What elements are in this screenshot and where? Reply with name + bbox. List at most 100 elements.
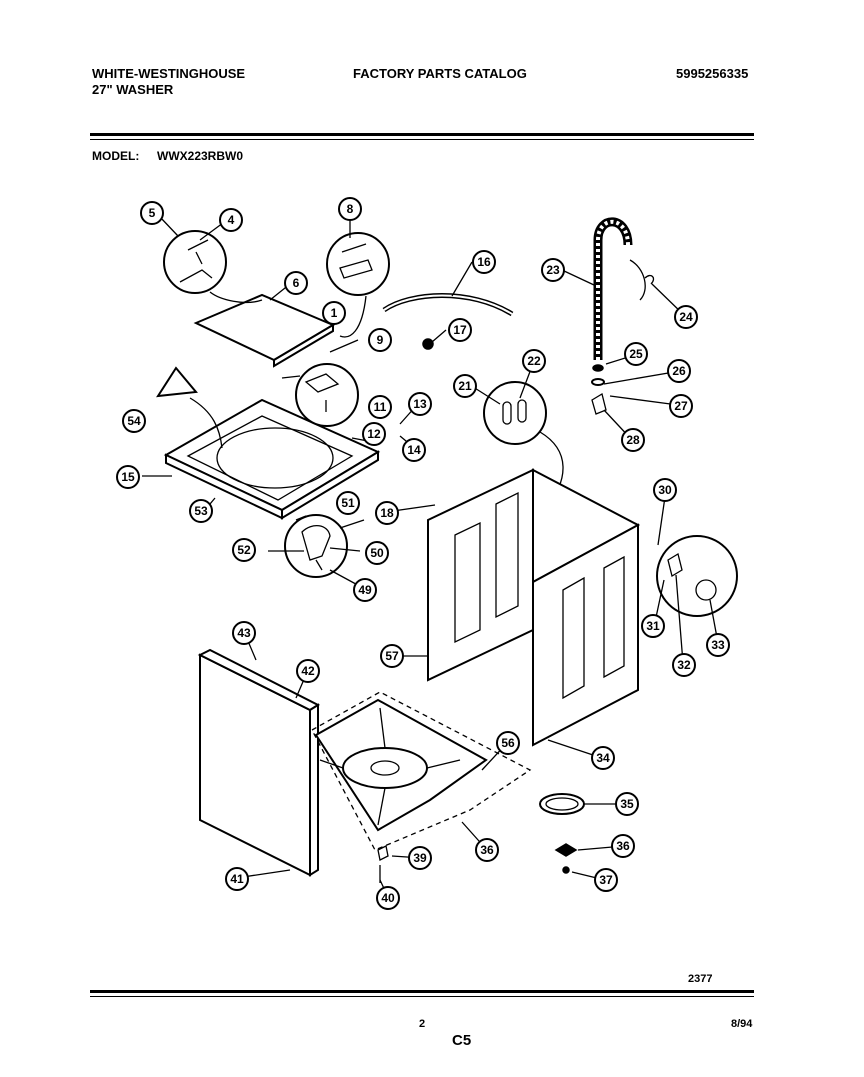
callout-label: 39 [413, 851, 427, 865]
callout-circle [624, 342, 648, 366]
callout-label: 4 [228, 213, 235, 227]
callout-18: 18 [375, 501, 399, 525]
callout-11: 11 [368, 395, 392, 419]
callout-30: 30 [653, 478, 677, 502]
callout-label: 37 [599, 873, 613, 887]
callout-circle [453, 374, 477, 398]
bleach-dispenser-part [156, 366, 223, 449]
callout-27: 27 [669, 394, 693, 418]
callout-51: 51 [336, 491, 360, 515]
callout-36: 36 [611, 834, 635, 858]
callout-24: 24 [674, 305, 698, 329]
callout-layer: 1456891112131415161718212223242526272830… [116, 197, 730, 910]
callout-23: 23 [541, 258, 565, 282]
callout-label: 42 [301, 664, 315, 678]
callout-label: 15 [121, 470, 135, 484]
callout-31: 31 [641, 614, 665, 638]
callout-circle [338, 197, 362, 221]
callout-label: 31 [646, 619, 660, 633]
callout-label: 36 [480, 843, 494, 857]
lid-lock-detail-circle [284, 514, 348, 578]
callout-circle [362, 422, 386, 446]
callout-circle [368, 395, 392, 419]
callout-label: 52 [237, 543, 251, 557]
callout-circle [232, 538, 256, 562]
callout-label: 9 [377, 333, 384, 347]
top-cover-part [163, 398, 381, 520]
callout-label: 35 [620, 797, 634, 811]
callout-label: 22 [527, 354, 541, 368]
callout-37: 37 [594, 868, 618, 892]
callout-label: 36 [616, 839, 630, 853]
callout-label: 53 [194, 504, 208, 518]
callout-circle [674, 305, 698, 329]
callout-label: 23 [546, 263, 560, 277]
callout-39: 39 [408, 846, 432, 870]
callout-circle [522, 349, 546, 373]
pump-detail-circle [483, 381, 564, 511]
drain-hose-part [591, 217, 655, 415]
callout-circle [706, 633, 730, 657]
footer-rule-thin [90, 996, 754, 997]
callout-label: 25 [629, 347, 643, 361]
page-number: 2 [419, 1018, 426, 1030]
callout-14: 14 [402, 438, 426, 462]
footer-rule-thick [90, 990, 754, 993]
callout-label: 5 [149, 206, 156, 220]
callout-circle [448, 318, 472, 342]
callout-circle [225, 867, 249, 891]
callout-circle [296, 659, 320, 683]
callout-label: 57 [385, 649, 399, 663]
callout-54: 54 [122, 409, 146, 433]
lid-switch-detail-circle [326, 232, 390, 338]
callout-25: 25 [624, 342, 648, 366]
catalog-number: 5995256335 [676, 66, 749, 81]
callout-circle [669, 394, 693, 418]
callout-circle [336, 491, 360, 515]
control-detail-circle [281, 363, 359, 427]
callout-label: 54 [127, 414, 141, 428]
base-part [311, 691, 532, 851]
callout-circle [189, 499, 213, 523]
callout-label: 26 [672, 364, 686, 378]
callout-label: 40 [381, 891, 395, 905]
callout-8: 8 [338, 197, 362, 221]
cabinet-side-panel [532, 523, 639, 747]
fill-hose-part [382, 293, 514, 350]
model-value: WWX223RBW0 [157, 149, 244, 163]
callout-circle [653, 478, 677, 502]
callout-label: 32 [677, 658, 691, 672]
callout-label: 49 [358, 583, 372, 597]
callout-36: 36 [475, 838, 499, 862]
callout-4: 4 [219, 208, 243, 232]
callout-28: 28 [621, 428, 645, 452]
front-panel [197, 648, 321, 877]
callout-circle [672, 653, 696, 677]
callout-circle [375, 501, 399, 525]
callout-circle [376, 886, 400, 910]
model-label: MODEL: [92, 149, 140, 163]
callout-34: 34 [591, 746, 615, 770]
lid-part [193, 293, 336, 368]
callout-label: 16 [477, 255, 491, 269]
callout-circle [140, 201, 164, 225]
callout-circle [353, 578, 377, 602]
callout-circle [472, 250, 496, 274]
callout-circle [380, 644, 404, 668]
callout-label: 30 [658, 483, 672, 497]
header-rule-thin [90, 139, 754, 140]
callout-57: 57 [380, 644, 404, 668]
header-rule-thick [90, 133, 754, 136]
callout-label: 8 [347, 202, 354, 216]
callout-label: 1 [331, 306, 338, 320]
callout-52: 52 [232, 538, 256, 562]
callout-circle [122, 409, 146, 433]
callout-label: 11 [374, 400, 387, 414]
catalog-title: FACTORY PARTS CATALOG [353, 66, 527, 81]
callout-1: 1 [322, 301, 346, 325]
callout-13: 13 [408, 392, 432, 416]
callout-label: 41 [230, 872, 244, 886]
callout-label: 34 [596, 751, 610, 765]
callout-label: 6 [293, 276, 300, 290]
callout-32: 32 [672, 653, 696, 677]
